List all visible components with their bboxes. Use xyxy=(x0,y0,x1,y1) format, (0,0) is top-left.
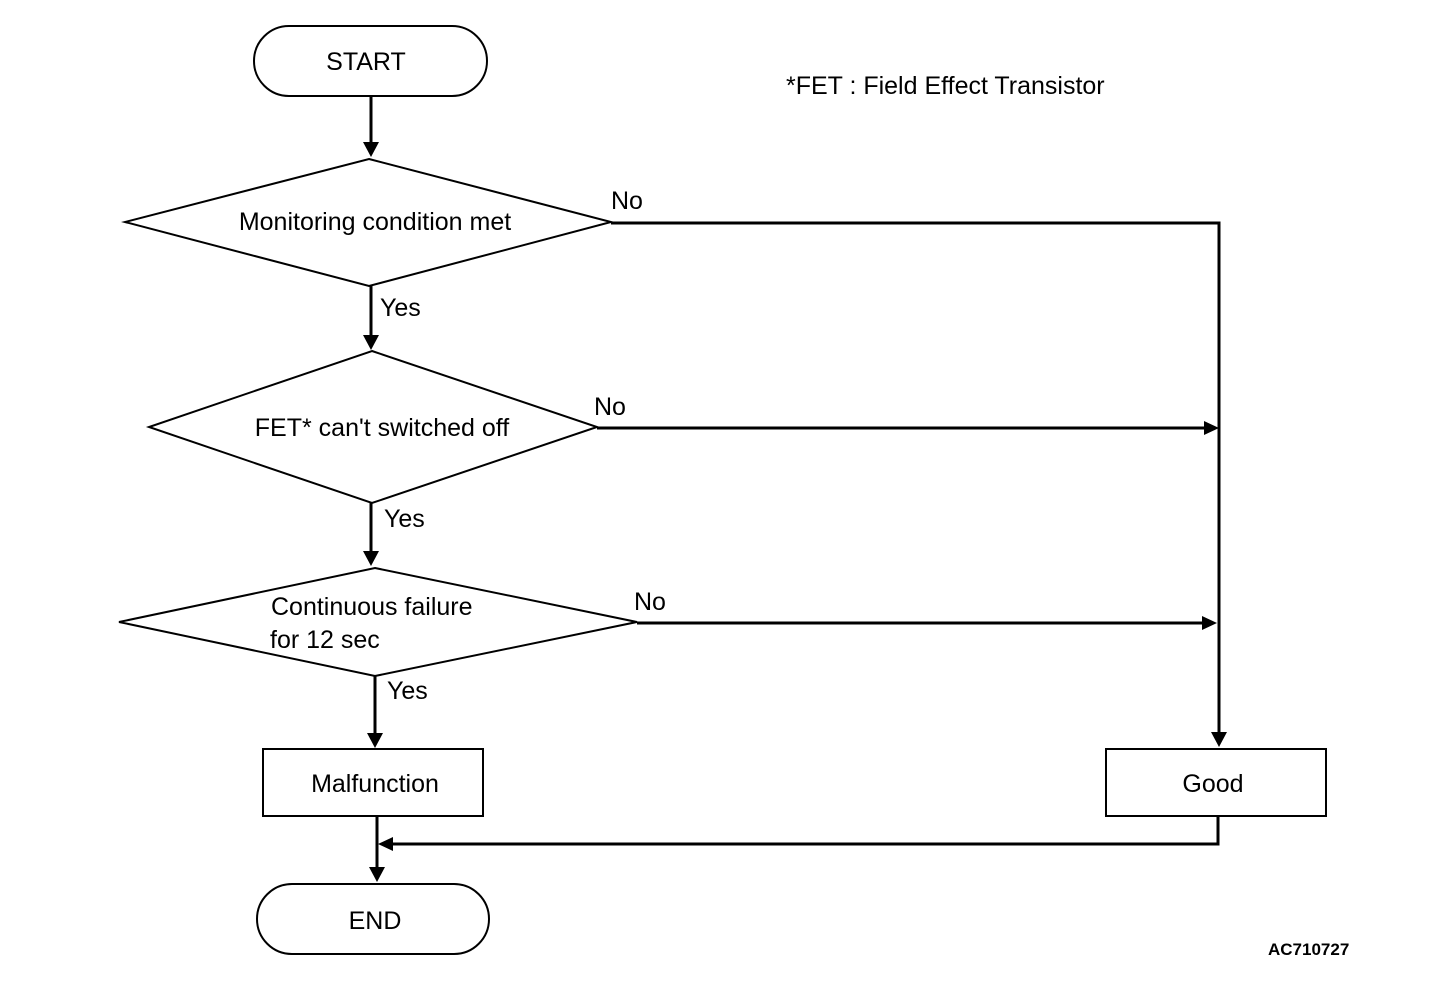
continuous-no-label: No xyxy=(634,588,666,616)
start-node: START xyxy=(253,25,488,97)
decision-fet-switch-off: FET* can't switched off xyxy=(145,349,601,505)
connector-fet-yes: Yes xyxy=(363,503,425,566)
decision-monitoring-condition: Monitoring condition met xyxy=(121,157,615,288)
connector-fet-no: No xyxy=(594,393,1219,435)
footnote-text: *FET : Field Effect Transistor xyxy=(786,72,1105,100)
end-label: END xyxy=(349,907,402,935)
connector-monitoring-yes: Yes xyxy=(363,286,421,350)
fet-yes-label: Yes xyxy=(384,505,425,533)
start-label: START xyxy=(326,48,406,76)
decision-continuous-label-line2: for 12 sec xyxy=(270,626,380,654)
monitoring-yes-label: Yes xyxy=(380,294,421,322)
continuous-yes-label: Yes xyxy=(387,677,428,705)
good-node: Good xyxy=(1105,748,1327,817)
decision-continuous-label-line1: Continuous failure xyxy=(271,593,473,621)
end-node: END xyxy=(256,883,490,955)
decision-continuous-failure: Continuous failure for 12 sec xyxy=(118,566,638,678)
connector-malfunction-to-end xyxy=(369,816,385,882)
connector-continuous-yes: Yes xyxy=(367,676,428,748)
figure-code: AC710727 xyxy=(1268,940,1349,959)
connector-good-to-merge xyxy=(378,816,1220,851)
malfunction-label: Malfunction xyxy=(311,770,439,798)
connector-start-to-monitoring xyxy=(363,96,379,157)
fet-no-label: No xyxy=(594,393,626,421)
monitoring-no-label: No xyxy=(611,187,643,215)
decision-fet-label: FET* can't switched off xyxy=(255,414,509,442)
connector-continuous-no: No xyxy=(634,588,1217,630)
good-label: Good xyxy=(1182,770,1243,798)
decision-monitoring-label: Monitoring condition met xyxy=(239,208,511,236)
malfunction-node: Malfunction xyxy=(262,748,484,817)
connector-monitoring-no: No xyxy=(611,187,1227,747)
